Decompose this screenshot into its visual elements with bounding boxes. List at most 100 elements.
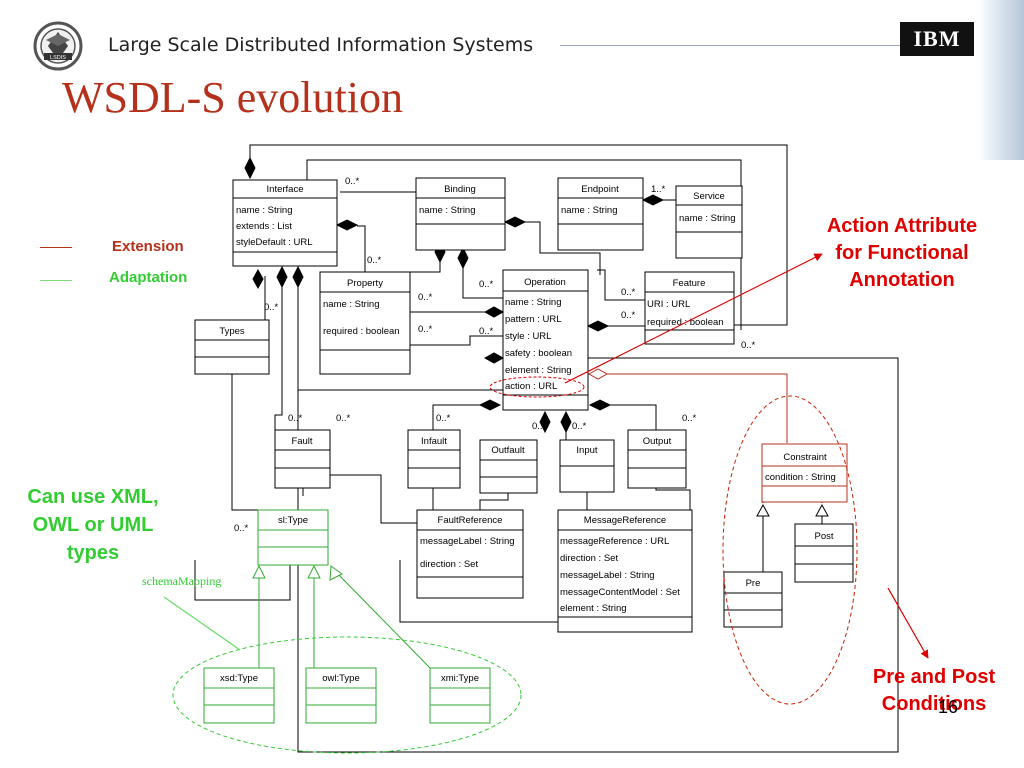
svg-text:LSDIS: LSDIS <box>50 55 66 61</box>
types-class-name: Types <box>219 326 245 337</box>
multiplicity-label: 0..* <box>288 413 303 424</box>
header-divider <box>560 45 900 46</box>
class-xsd-type: xsd:Type <box>203 667 275 724</box>
pre-post-conditions-note: Pre and Post Conditions <box>872 666 996 715</box>
multiplicity-label: 0..* <box>418 324 433 335</box>
property-class-name: Property <box>347 278 383 289</box>
adaptation-legend-label: Adaptation <box>109 269 188 286</box>
organization-name: Large Scale Distributed Information Syst… <box>108 34 534 56</box>
class-xmi-type: xmi:Type <box>429 667 491 724</box>
faultref-class-name: FaultReference <box>438 515 503 526</box>
multiplicity-label: 0..* <box>479 326 494 337</box>
feature-class-name: Feature <box>673 278 706 289</box>
msgref-attr: messageLabel : String <box>560 570 655 581</box>
multiplicity-label: 0..* <box>479 279 494 290</box>
owl-type-class-name: owl:Type <box>322 673 360 684</box>
lsdis-logo: LSDIS <box>32 20 102 72</box>
extension-diamond <box>587 368 609 380</box>
interface-attr: name : String <box>236 205 293 216</box>
feature-attr: URI : URL <box>647 299 690 310</box>
sl-type-class-name: sl:Type <box>278 515 308 526</box>
class-sl-type: sl:Type <box>257 509 329 566</box>
multiplicity-label: 0..* <box>436 413 451 424</box>
generalization-triangles-black <box>756 503 829 517</box>
class-post: Post <box>794 523 854 583</box>
operation-attr: safety : boolean <box>505 348 572 359</box>
class-operation: Operation name : String pattern : URL st… <box>502 269 589 411</box>
action-highlight-ellipse <box>489 376 585 398</box>
interface-class-name: Interface <box>267 184 304 195</box>
class-property: Property name : String required : boolea… <box>319 271 411 375</box>
adaptation-lines <box>258 571 431 669</box>
endpoint-attr: name : String <box>561 205 618 216</box>
msgref-attr: direction : Set <box>560 553 618 564</box>
input-class-name: Input <box>576 445 597 456</box>
multiplicity-label: 0..* <box>621 287 636 298</box>
schema-mapping-label: schemaMapping <box>142 574 222 588</box>
post-class-name: Post <box>814 531 833 542</box>
class-input: Input <box>559 439 615 493</box>
faultref-attr: direction : Set <box>420 559 478 570</box>
class-constraint: Constraint condition : String <box>761 443 848 503</box>
interface-attr: extends : List <box>236 221 292 232</box>
class-message-reference: MessageReference messageReference : URL … <box>557 509 693 633</box>
operation-attr: name : String <box>505 297 562 308</box>
class-pre: Pre <box>723 571 783 628</box>
property-attr: required : boolean <box>323 326 400 337</box>
type-systems-note: Can use XML, OWL or UML types <box>27 486 159 564</box>
ibm-logo: IBM <box>900 22 974 56</box>
corner-decoration <box>978 0 1024 160</box>
pre-class-name: Pre <box>746 578 761 589</box>
class-infault: Infault <box>407 429 461 489</box>
class-fault: Fault <box>274 429 331 489</box>
multiplicity-label: 0..* <box>682 413 697 424</box>
class-feature: Feature URI : URL required : boolean <box>644 271 735 345</box>
output-class-name: Output <box>643 436 672 447</box>
class-binding: Binding name : String <box>415 177 506 251</box>
msgref-attr: element : String <box>560 603 627 614</box>
interface-attr: styleDefault : URL <box>236 237 313 248</box>
service-attr: name : String <box>679 213 736 224</box>
multiplicity-label: 0..* <box>741 340 756 351</box>
extension-legend-label: Extension <box>112 238 184 255</box>
canuse-arrow <box>163 596 241 651</box>
multiplicity-label: 0..* <box>621 310 636 321</box>
operation-attr: pattern : URL <box>505 314 562 325</box>
adaptation-legend-line <box>40 280 72 281</box>
multiplicity-label: 0..* <box>345 176 360 187</box>
service-class-name: Service <box>693 191 725 202</box>
constraint-class-name: Constraint <box>783 452 827 463</box>
operation-class-name: Operation <box>524 277 566 288</box>
slide-title: WSDL-S evolution <box>62 73 403 122</box>
faultref-attr: messageLabel : String <box>420 536 515 547</box>
types-highlight-ellipse <box>172 636 522 754</box>
msgref-attr: messageReference : URL <box>560 536 669 547</box>
multiplicity-label: 0..* <box>418 292 433 303</box>
xsd-type-class-name: xsd:Type <box>220 673 258 684</box>
multiplicity-label: 0..* <box>572 421 587 432</box>
infault-class-name: Infault <box>421 436 447 447</box>
operation-attr: style : URL <box>505 331 551 342</box>
constraint-highlight-ellipse <box>722 395 858 705</box>
class-endpoint: Endpoint name : String <box>557 177 644 251</box>
msgref-attr: messageContentModel : Set <box>560 587 680 598</box>
constraint-attr: condition : String <box>765 472 836 483</box>
property-attr: name : String <box>323 299 380 310</box>
class-types: Types <box>194 319 270 375</box>
prepost-arrow <box>887 587 929 659</box>
multiplicity-label: 1..* <box>651 184 666 195</box>
binding-class-name: Binding <box>444 184 476 195</box>
outfault-class-name: Outfault <box>491 445 525 456</box>
lsdis-logo-graphic: LSDIS <box>33 21 83 71</box>
action-arrow <box>564 253 823 384</box>
page-number: 16 <box>938 697 959 717</box>
multiplicity-label: 0..* <box>234 523 249 534</box>
class-interface: Interface name : String extends : List s… <box>232 179 338 267</box>
operation-attr: action : URL <box>505 381 557 392</box>
generalization-triangles-green <box>252 564 343 581</box>
binding-attr: name : String <box>419 205 476 216</box>
class-service: Service name : String <box>675 185 743 259</box>
extension-lines <box>598 373 788 443</box>
multiplicity-label: 0..* <box>532 421 547 432</box>
action-attribute-note: Action Attribute for Functional Annotati… <box>826 215 978 291</box>
